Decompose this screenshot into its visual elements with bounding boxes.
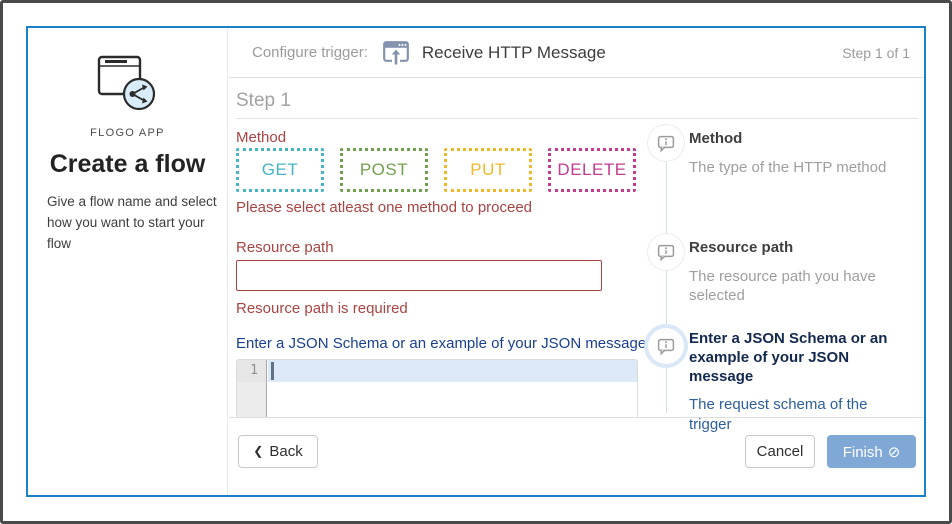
help-entry-method: Method The type of the HTTP method xyxy=(648,125,910,177)
trigger-title: Receive HTTP Message xyxy=(421,42,606,62)
method-options: GET POST PUT DELETE xyxy=(236,148,636,192)
dialog-header: Configure trigger: Receive HTTP Message … xyxy=(229,28,924,78)
cancel-button[interactable]: Cancel xyxy=(745,435,815,468)
not-allowed-icon: ⊘ xyxy=(887,443,901,461)
help-description: The resource path you have selected xyxy=(689,267,876,305)
json-schema-label: Enter a JSON Schema or an example of you… xyxy=(236,335,647,352)
step-title: Step 1 xyxy=(236,90,291,111)
footer-divider xyxy=(229,417,924,418)
app-label: FLOGO APP xyxy=(90,127,165,139)
help-description: The request schema of the trigger xyxy=(689,396,868,433)
configure-trigger-label: Configure trigger: xyxy=(252,44,368,61)
info-bubble-icon xyxy=(648,125,684,161)
sidebar-title: Create a flow xyxy=(49,150,206,178)
info-bubble-icon xyxy=(648,328,684,364)
json-schema-editor[interactable]: 1 xyxy=(236,359,638,417)
editor-line-number: 1 xyxy=(237,360,266,382)
editor-caret xyxy=(271,362,274,380)
chevron-left-icon: ❮ xyxy=(253,444,264,458)
receive-http-trigger-icon xyxy=(383,40,409,65)
editor-active-line xyxy=(268,360,637,382)
create-flow-dialog: FLOGO APP Create a flow Give a flow name… xyxy=(26,26,926,497)
flogo-app-icon xyxy=(97,55,155,111)
method-put-button[interactable]: PUT xyxy=(444,148,532,192)
resource-path-error: Resource path is required xyxy=(236,300,408,317)
method-label: Method xyxy=(236,129,287,146)
sidebar-description: Give a flow name and select how you want… xyxy=(47,194,217,251)
resource-path-label: Resource path xyxy=(236,239,334,256)
help-connector-line xyxy=(666,143,667,413)
back-button[interactable]: ❮Back xyxy=(238,435,318,468)
method-get-button[interactable]: GET xyxy=(236,148,324,192)
main-panel: Configure trigger: Receive HTTP Message … xyxy=(229,28,924,495)
step-indicator: Step 1 of 1 xyxy=(842,44,910,61)
resource-path-input[interactable] xyxy=(236,260,602,291)
method-delete-button[interactable]: DELETE xyxy=(548,148,636,192)
step-divider xyxy=(236,118,918,119)
method-error: Please select atleast one method to proc… xyxy=(236,199,533,216)
help-title: Method xyxy=(689,130,743,147)
sidebar: FLOGO APP Create a flow Give a flow name… xyxy=(28,28,228,495)
info-bubble-icon xyxy=(648,234,684,270)
help-title: Enter a JSON Schema or an example of you… xyxy=(689,330,888,385)
editor-gutter: 1 xyxy=(237,360,267,417)
finish-button[interactable]: Finish⊘ xyxy=(827,435,916,468)
help-entry-resource-path: Resource path The resource path you have… xyxy=(648,234,910,306)
help-title: Resource path xyxy=(689,239,794,256)
method-post-button[interactable]: POST xyxy=(340,148,428,192)
help-description: The type of the HTTP method xyxy=(689,158,887,176)
help-entry-json-schema: Enter a JSON Schema or an example of you… xyxy=(648,328,910,434)
